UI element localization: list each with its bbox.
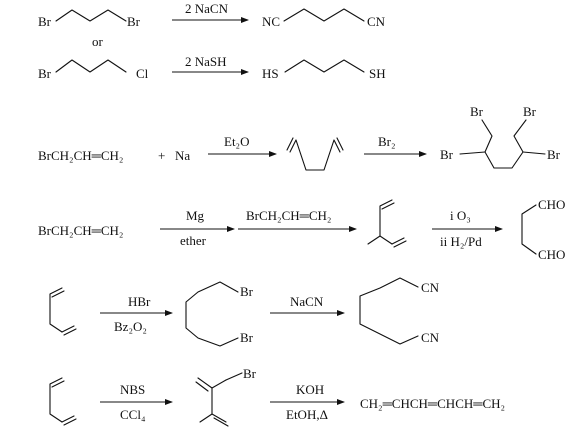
r4-reagent-bottom: ether [180, 233, 207, 248]
r4-reagent-3-bottom: ii H₂/Pd [440, 234, 482, 249]
r2-reactant-br: Br [38, 66, 52, 81]
r2-product-sh: SH [369, 66, 386, 81]
r2-reactant-chain [55, 59, 127, 73]
r6-reagent-2-bottom: EtOH,Δ [286, 407, 328, 422]
row-3: BrCH₂CH═CH₂ + Na Et₂O Br₂ Br Br Br Br [38, 104, 561, 171]
r1-product-nc: NC [262, 14, 280, 29]
r5-reagent-top: HBr [128, 294, 151, 309]
r1-product-cn: CN [367, 14, 386, 29]
r5-reagent-2: NaCN [290, 294, 324, 309]
r3-br-top-right: Br [523, 104, 537, 119]
r5-hexadiene [49, 287, 77, 336]
r2-product-hs: HS [262, 66, 279, 81]
r4-dialdehyde [521, 204, 537, 255]
row-6: NBS CCl₄ Br KOH EtOH,Δ CH₂═CHCH═CHCH═CH₂ [49, 366, 505, 427]
r3-hexadiene [286, 137, 344, 171]
row-5: HBr Bz₂O₂ Br Br NaCN CN CN [49, 277, 440, 347]
r6-product: CH₂═CHCH═CHCH═CH₂ [360, 396, 505, 411]
r5-cn-top: CN [421, 280, 440, 295]
or-connector: or [92, 34, 104, 49]
r6-br: Br [243, 366, 257, 381]
r6-reagent-top: NBS [120, 382, 145, 397]
r3-tetrabromide [459, 119, 546, 169]
row-2: Br Cl 2 NaSH HS SH [38, 54, 386, 81]
r3-co-reactant: Na [175, 148, 190, 163]
r3-br-left: Br [440, 147, 454, 162]
r3-br-top-left: Br [470, 104, 484, 119]
r5-reagent-bottom: Bz₂O₂ [114, 319, 147, 334]
r4-reactant: BrCH₂CH═CH₂ [38, 223, 123, 238]
r4-cho-bottom: CHO [538, 247, 565, 262]
r1-reactant-chain [55, 9, 127, 22]
r4-hexadiene [367, 199, 407, 248]
r3-reagent-2: Br₂ [378, 134, 396, 149]
r4-reagent-top: Mg [186, 208, 205, 223]
r1-reactant-br-left: Br [38, 14, 52, 29]
r1-product-chain [283, 8, 365, 22]
r3-plus: + [158, 148, 165, 163]
r5-br-bottom: Br [240, 330, 254, 345]
r5-cn-bottom: CN [421, 330, 440, 345]
r1-reagent: 2 NaCN [185, 1, 229, 16]
r4-reagent-2: BrCH₂CH═CH₂ [246, 208, 331, 223]
r2-reagent: 2 NaSH [185, 54, 227, 69]
r1-reactant-br-right: Br [127, 14, 141, 29]
r6-bromodiene [195, 372, 243, 427]
r3-reagent: Et₂O [224, 134, 249, 149]
row-4: BrCH₂CH═CH₂ Mg ether BrCH₂CH═CH₂ i O₃ ii… [38, 197, 565, 262]
row-1: Br Br 2 NaCN NC CN [38, 1, 386, 29]
r3-br-right: Br [547, 147, 561, 162]
r6-reagent-2-top: KOH [296, 382, 324, 397]
r2-reactant-cl: Cl [136, 66, 149, 81]
r6-reagent-bottom: CCl₄ [120, 407, 146, 422]
r5-br-top: Br [240, 284, 254, 299]
r4-reagent-3-top: i O₃ [450, 208, 471, 223]
r5-dinitrile [359, 277, 419, 345]
r6-hexadiene [49, 377, 77, 426]
r2-product-chain [284, 59, 365, 73]
r5-dibromide [185, 281, 239, 347]
r4-cho-top: CHO [538, 197, 565, 212]
r3-reactant: BrCH₂CH═CH₂ [38, 148, 123, 163]
